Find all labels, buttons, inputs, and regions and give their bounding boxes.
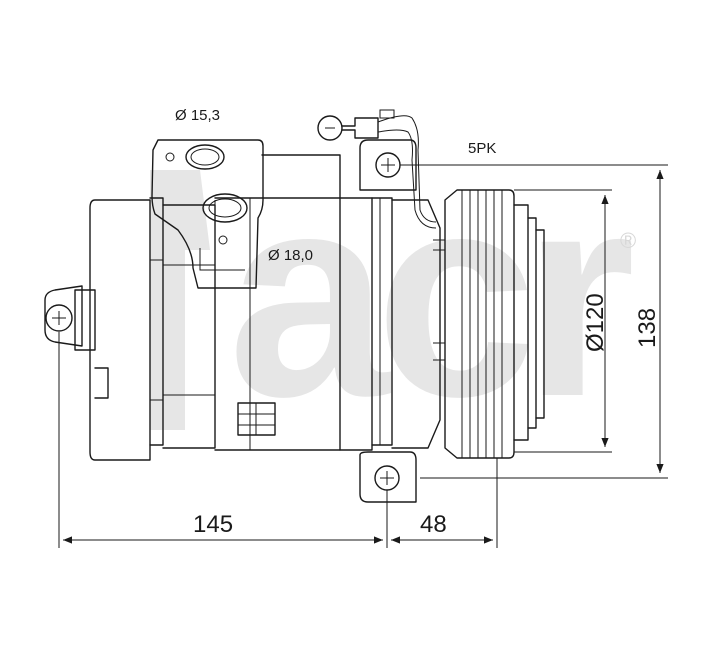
watermark-accent-shape — [150, 170, 210, 430]
suction-port-label: Ø 15,3 — [175, 107, 220, 124]
brand-watermark: acr ® — [150, 133, 645, 457]
compressor-body — [162, 154, 393, 451]
dimension-lines — [58, 164, 668, 548]
clutch-connector — [317, 109, 437, 229]
left-mounting-lug — [44, 285, 83, 347]
front-head — [359, 139, 445, 503]
height-dimension-label: 138 — [634, 308, 661, 348]
watermark-text: acr — [228, 133, 631, 457]
rear-housing — [74, 197, 164, 461]
pulley-diameter-label: Ø120 — [582, 293, 609, 352]
registered-mark: ® — [620, 228, 636, 253]
discharge-port-label: Ø 18,0 — [268, 247, 313, 264]
pulley-offset-dimension-label: 48 — [420, 511, 447, 538]
body-length-dimension-label: 145 — [193, 511, 233, 538]
port-manifold — [151, 139, 264, 289]
belt-type-label: 5PK — [468, 140, 496, 157]
